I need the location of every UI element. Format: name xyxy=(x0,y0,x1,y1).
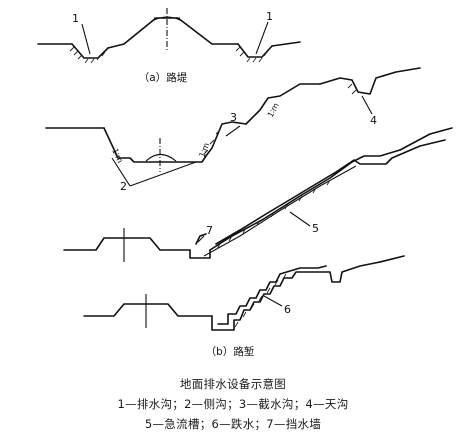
label-1-left: 1 xyxy=(72,12,79,25)
caption-cutting: （b）路堑 xyxy=(206,345,255,358)
label-3: 3 xyxy=(230,111,237,124)
label-1-right: 1 xyxy=(266,10,273,23)
caption-embankment: （a）路堤 xyxy=(139,71,188,84)
drop-diagram: 6 （b）路堑 xyxy=(83,255,405,358)
embankment-diagram: 1 1 （a）路堤 xyxy=(37,8,301,84)
label-2: 2 xyxy=(120,180,127,193)
slope-ratio-mid: 1∶m xyxy=(198,141,212,158)
chute-diagram: 5 7 xyxy=(63,127,453,262)
legend-line-2: 5—急流槽；6—跌水；7—挡水墙 xyxy=(144,417,322,431)
label-4: 4 xyxy=(370,114,377,127)
legend-line-1: 1—排水沟；2—侧沟；3—截水沟；4—天沟 xyxy=(117,397,349,411)
slope-ratio-left: 1∶m xyxy=(110,147,125,165)
label-7: 7 xyxy=(206,224,213,237)
figure-title: 地面排水设备示意图 xyxy=(179,377,287,391)
slope-ratio-upper: 1∶m xyxy=(266,101,281,119)
label-6: 6 xyxy=(284,303,291,316)
cutting-cross-section: 1∶m 1∶m 1∶m 2 3 4 xyxy=(45,67,421,193)
label-5: 5 xyxy=(312,222,319,235)
